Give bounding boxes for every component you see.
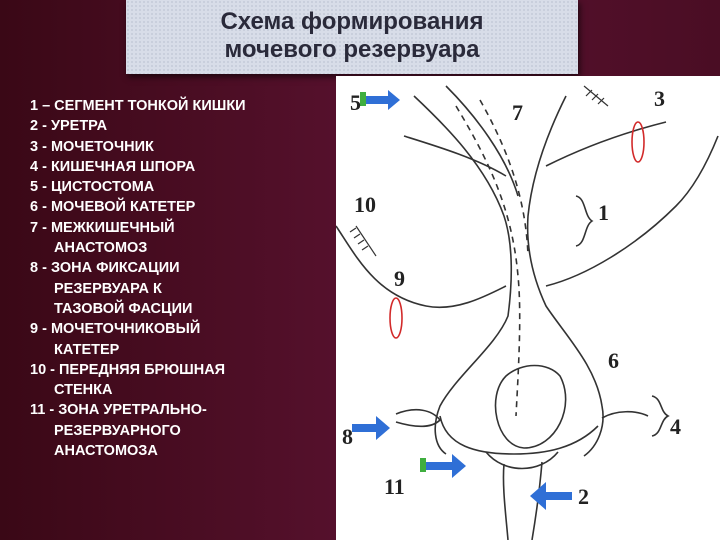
green-marks <box>360 92 426 472</box>
bowel-outer-wall <box>413 95 513 455</box>
legend-item: 5 - ЦИСТОСТОМА <box>30 177 330 197</box>
legend-text-cont: СТЕНКА <box>54 382 113 399</box>
reservoir-base <box>485 451 559 470</box>
legend-text: 7 - МЕЖКИШЕЧНЫЙ <box>30 219 175 236</box>
catheter-balloon <box>494 364 567 449</box>
bowel-inner-wall <box>445 85 519 197</box>
label-7: 7 <box>512 100 523 125</box>
legend-item: 8 - ЗОНА ФИКСАЦИИ РЕЗЕРВУАРА К ТАЗОВОЙ Ф… <box>30 258 330 319</box>
catheter-dashed <box>455 105 521 417</box>
label-1: 1 <box>598 200 609 225</box>
legend-item: 1 – СЕГМЕНТ ТОНКОЙ КИШКИ <box>30 96 330 116</box>
urethra-left <box>502 463 509 540</box>
label-11: 11 <box>384 474 405 499</box>
label-9: 9 <box>394 266 405 291</box>
red-markers <box>389 121 645 339</box>
reservoir-bottom <box>439 415 599 455</box>
legend-item: 4 - КИШЕЧНАЯ ШПОРА <box>30 157 330 177</box>
label-4: 4 <box>670 414 681 439</box>
legend-text: 1 – СЕГМЕНТ ТОНКОЙ КИШКИ <box>30 98 246 114</box>
label-3: 3 <box>654 86 665 111</box>
catheter-dashed-2 <box>479 99 529 257</box>
diagram-drawing <box>336 85 719 540</box>
arrow-5 <box>366 90 400 110</box>
legend-text-cont: АНАСТОМОЗ <box>54 240 148 257</box>
legend-text: 4 - КИШЕЧНАЯ ШПОРА <box>30 158 196 175</box>
fixation-left <box>395 408 442 428</box>
legend-item: 11 - ЗОНА УРЕТРАЛЬНО- РЕЗЕРВУАРНОГО АНАС… <box>30 400 330 461</box>
abdominal-wall-right <box>545 135 719 287</box>
label-2: 2 <box>578 484 589 509</box>
fixation-right <box>601 410 649 419</box>
ureter-left <box>403 135 507 177</box>
label-5: 5 <box>350 90 361 115</box>
legend-text-cont: РЕЗЕРВУАРА К <box>54 280 162 297</box>
legend-text: 3 - МОЧЕТОЧНИК <box>30 138 154 155</box>
legend-item: 6 - МОЧЕВОЙ КАТЕТЕР <box>30 197 330 217</box>
ureter-right <box>545 121 667 167</box>
legend-text: 10 - ПЕРЕДНЯЯ БРЮШНАЯ <box>30 361 226 378</box>
legend-text: 2 - УРЕТРА <box>30 118 108 135</box>
hatch-marks <box>349 85 609 257</box>
label-6: 6 <box>608 348 619 373</box>
reservoir-diagram: 5 7 3 10 1 9 6 4 8 11 2 <box>336 76 720 540</box>
legend-list: 1 – СЕГМЕНТ ТОНКОЙ КИШКИ 2 - УРЕТРА 3 - … <box>30 96 330 461</box>
legend-text: 6 - МОЧЕВОЙ КАТЕТЕР <box>30 199 196 216</box>
legend-text-cont: КАТЕТЕР <box>54 341 120 358</box>
legend-text: 5 - ЦИСТОСТОМА <box>30 179 155 196</box>
legend-text: 11 - ЗОНА УРЕТРАЛЬНО- <box>30 402 207 419</box>
label-10: 10 <box>354 192 376 217</box>
arrow-11 <box>426 454 466 478</box>
brace-1 <box>575 195 594 247</box>
legend-item: 2 - УРЕТРА <box>30 116 330 136</box>
legend-item: 3 - МОЧЕТОЧНИК <box>30 137 330 157</box>
label-8: 8 <box>342 424 353 449</box>
legend-text-cont: АНАСТОМОЗА <box>54 443 158 460</box>
arrow-2 <box>530 482 572 510</box>
legend-text-cont: ТАЗОВОЙ ФАСЦИИ <box>54 300 193 317</box>
abdominal-wall-left <box>336 225 507 308</box>
legend-item: 7 - МЕЖКИШЕЧНЫЙ АНАСТОМОЗ <box>30 218 330 259</box>
legend-item: 10 - ПЕРЕДНЯЯ БРЮШНАЯ СТЕНКА <box>30 360 330 401</box>
legend-text: 9 - МОЧЕТОЧНИКОВЫЙ <box>30 321 201 338</box>
brace-4 <box>651 395 670 437</box>
legend-text: 8 - ЗОНА ФИКСАЦИИ <box>30 260 180 277</box>
bowel-right-wall <box>526 95 604 457</box>
legend-text-cont: РЕЗЕРВУАРНОГО <box>54 422 181 439</box>
title-line-1: Схема формирования <box>220 8 484 35</box>
arrow-8 <box>352 416 390 440</box>
legend-item: 9 - МОЧЕТОЧНИКОВЫЙ КАТЕТЕР <box>30 319 330 360</box>
blue-arrows <box>352 90 572 510</box>
title-box: Схема формирования мочевого резервуара <box>126 0 578 74</box>
title-line-2: мочевого резервуара <box>224 36 480 63</box>
